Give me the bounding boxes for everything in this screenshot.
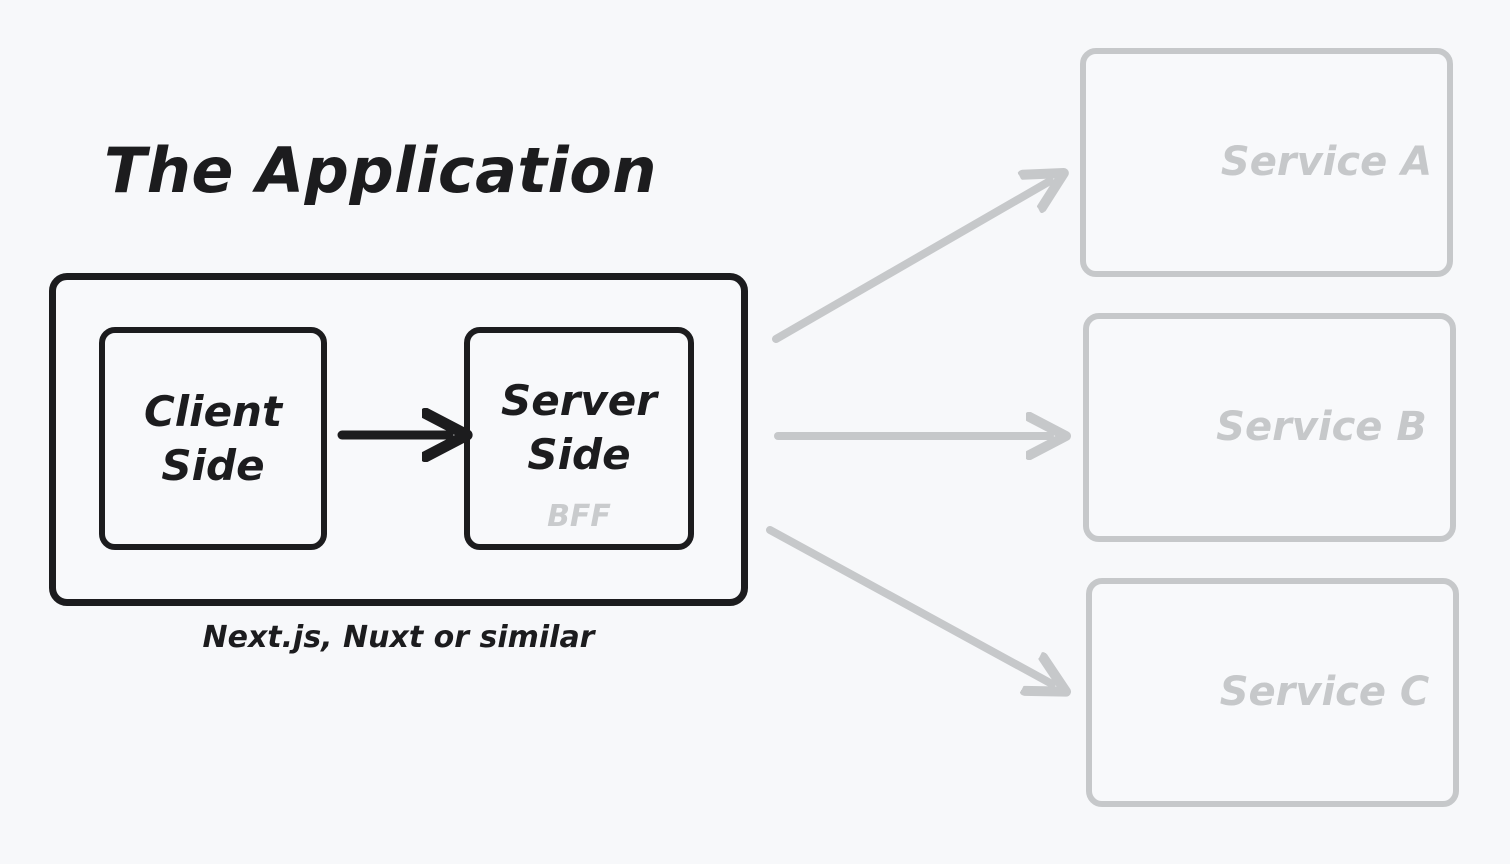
- server-side-box[interactable]: Server Side BFF: [464, 327, 694, 550]
- service-a-label: Service A: [1220, 138, 1433, 185]
- service-a-box[interactable]: Service A: [1080, 48, 1453, 277]
- server-side-label: Server Side: [500, 375, 658, 479]
- service-c-box[interactable]: Service C: [1086, 578, 1459, 807]
- arrow-app-to-service-a: [772, 181, 1050, 343]
- service-b-box[interactable]: Service B: [1083, 313, 1456, 542]
- page-title: The Application: [104, 134, 658, 207]
- client-side-box[interactable]: Client Side: [99, 327, 327, 550]
- service-b-label: Service B: [1216, 403, 1427, 450]
- application-caption: Next.js, Nuxt or similar: [202, 620, 595, 655]
- arrow-app-to-service-c: [766, 526, 1052, 684]
- bff-sublabel: BFF: [547, 499, 611, 534]
- service-c-label: Service C: [1219, 668, 1430, 715]
- client-side-label: Client Side: [143, 386, 283, 490]
